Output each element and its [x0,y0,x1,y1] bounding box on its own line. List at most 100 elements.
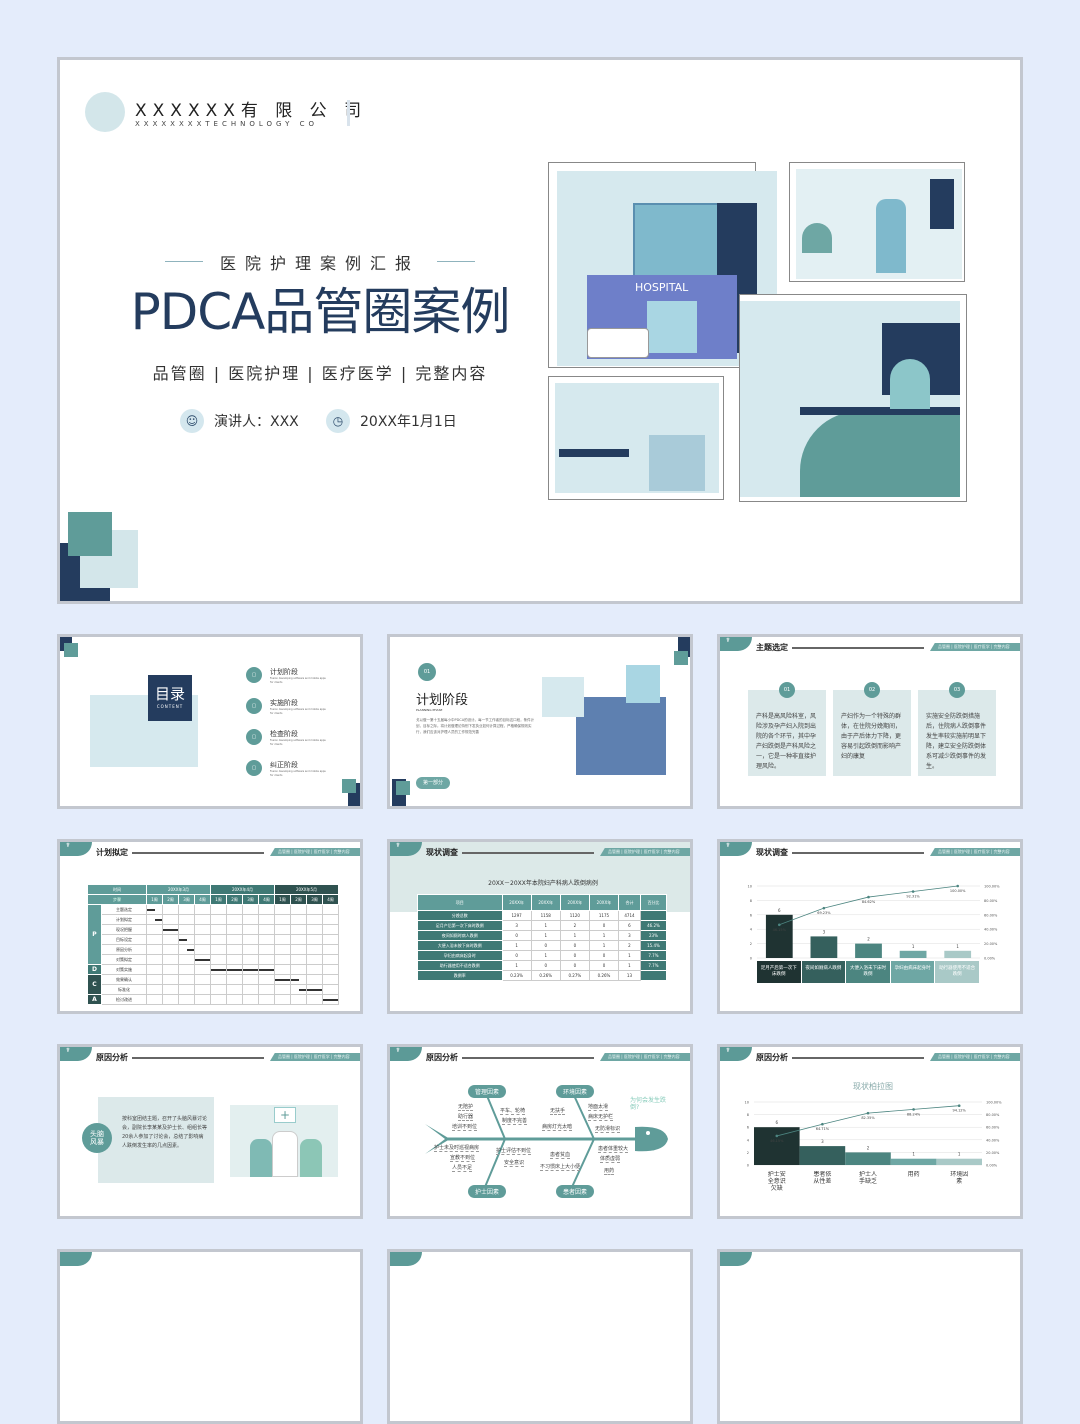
table-cell: 1 [559,930,590,941]
plan-title-en: PLANNING PHASE [416,708,443,712]
table-cell: 1120 [559,910,590,921]
plan-slide[interactable]: 01 计划阶段 PLANNING PHASE 戈以做一第十五届每小中PDCA的设… [387,634,693,809]
table-cell: 1 [501,960,532,971]
hospital-sign: HOSPITAL [635,281,689,294]
title-underline [462,852,594,854]
bar [810,936,838,958]
table-cell: 跌倒率 [417,970,503,981]
gantt-cell [146,934,163,945]
brainstorm-slide[interactable]: 头脑风暴 按科室团结主题，召开了头脑风暴讨论会，副院长李某某及护士长、组组长等2… [57,1044,363,1219]
gantt-cell [162,974,179,985]
gantt-cell [274,984,291,995]
cumulative-label: 64.71% [816,1127,830,1131]
week-header: 1周 [210,894,227,905]
gantt-cell [226,984,243,995]
table-cell: 7.7% [639,960,668,971]
fishbone-slide[interactable]: ☤原因分析品管圈 | 医院护理 | 医疗医学 | 完整内容管理因素无陪护助行器培… [387,1044,693,1219]
bar-value-label: 1 [912,944,915,949]
category-label: 孕妇由病床起身时 [890,961,935,983]
category-label: 护士人手缺乏 [858,1171,877,1185]
card-number: 02 [864,682,880,698]
week-header: 2周 [162,894,179,905]
toc-item-3[interactable]: 检查阶段 [270,730,298,738]
gantt-cell [162,984,179,995]
slide-partial-3[interactable] [717,1249,1023,1424]
gantt-cell [242,934,259,945]
table-cell: 夜间如厕时病人跌倒 [417,930,503,941]
week-header: 1周 [274,894,291,905]
gantt-cell [194,944,211,955]
gantt-cell [162,904,179,915]
gantt-cell [258,934,275,945]
theme-card: 产妇作为一个特殊的群体，在住院分娩期间，由于产后体力下降，更容易引起跌倒而影响产… [833,690,911,776]
gantt-bar [259,969,274,971]
part-one-button[interactable]: 第一部分 [416,777,450,789]
slide-partial-2[interactable] [387,1249,693,1424]
brainstorm-text: 按科室团结主题，召开了头脑风暴讨论会，副院长李某某及护士长、组组长等20余人参加… [122,1116,208,1149]
theme-slide[interactable]: ☤主题选定品管圈 | 医院护理 | 医疗医学 | 完整内容产科是高风险科室，风险… [717,634,1023,809]
gantt-cell [162,944,179,955]
y2-tick-label: 0.00% [986,1164,998,1168]
corner-label: 时间 [87,884,147,895]
gantt-cell [290,974,307,985]
gantt-cell [210,964,227,975]
section-tab: ☤ [720,1047,752,1061]
gantt-cell [322,924,339,935]
step-label: 对策实施 [101,964,147,975]
toc-item-1[interactable]: 计划阶段 [270,668,298,676]
header-strip: 品管圈 | 医院护理 | 医疗医学 | 完整内容 [270,848,360,856]
step-label: 对策拟定 [101,954,147,965]
cover-title: PDCA品管圈案例 [130,283,511,341]
cause-category: 环境因素 [556,1085,595,1098]
gantt-cell [178,944,195,955]
table-cell: 0.27% [559,970,590,981]
gantt-cell [306,984,323,995]
cause-item: 患者贫血 [550,1152,571,1159]
week-header: 2周 [226,894,243,905]
section-tab: ☤ [60,1047,92,1061]
header-strip: 品管圈 | 医院护理 | 医疗医学 | 完整内容 [270,1053,360,1061]
table-cell: 0 [559,940,590,951]
toc-item-4[interactable]: 纠正阶段 [270,761,298,769]
column-header: 项目 [417,894,503,911]
cover-slide[interactable]: XXXXXX有 限 公 司 XXXXXXXXTECHNOLOGY CO 医院护理… [57,57,1023,604]
cause-item: 地面太滑 [588,1104,609,1111]
slide-partial-1[interactable] [57,1249,363,1424]
column-header: 20XX年 [530,894,561,911]
gantt-cell [178,964,195,975]
week-header: 4周 [258,894,275,905]
table-cell: 3 [618,930,641,941]
y-tick-label: 10 [748,885,752,889]
bar-value-label: 6 [778,908,781,913]
gantt-cell [178,924,195,935]
title-underline [132,1057,264,1059]
gantt-cell [274,904,291,915]
month-header: 20XX年3月 [146,884,211,895]
toc-item-2[interactable]: 实施阶段 [270,699,298,707]
gantt-cell [258,954,275,965]
table-cell: 0 [530,940,561,951]
table-cell: 孕妇由病床起身时 [417,950,503,961]
reception-illustration [739,294,967,502]
bar [754,1127,800,1165]
toc-item-icon: ▢ [246,729,262,745]
gantt-cell [146,974,163,985]
slide-title: 原因分析 [96,1053,128,1062]
y2-tick-label: 100.00% [984,885,1000,889]
y-tick-label: 6 [747,1126,749,1130]
medical-cross-icon: + [274,1107,296,1123]
y2-tick-label: 40.00% [986,1138,1000,1142]
slide-title: 原因分析 [426,1053,458,1062]
table-cell: 0.26% [588,970,620,981]
gantt-cell [290,904,307,915]
gantt-cell [306,974,323,985]
gantt-cell [194,934,211,945]
gantt-cell [258,944,275,955]
